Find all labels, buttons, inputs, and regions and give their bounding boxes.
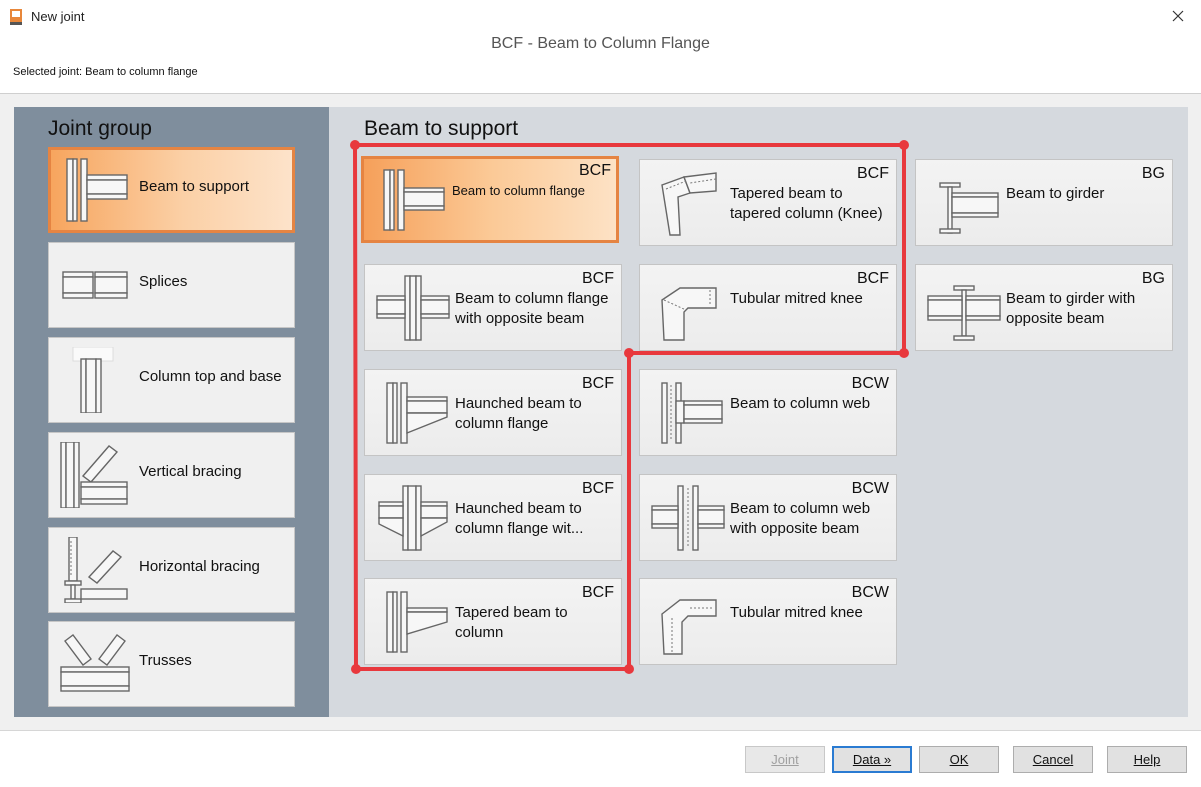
joint-code: BCW — [851, 375, 889, 392]
beam-to-column-flange-icon — [383, 169, 445, 231]
joint-label: Beam to girder with opposite beam — [1006, 290, 1136, 327]
content-area: Joint group Beam to support Splices — [0, 94, 1201, 730]
joint-tile-haunched-beam[interactable]: BCF Haunched beam to column flange — [364, 369, 622, 456]
data-button[interactable]: Data » — [832, 746, 912, 773]
group-item-splices[interactable]: Splices — [48, 242, 295, 328]
joint-tile-tapered-beam-to-column[interactable]: BCF Tapered beam to column — [364, 578, 622, 665]
joint-tile-tapered-knee[interactable]: BCF Tapered beam to tapered column (Knee… — [639, 159, 897, 246]
joint-code: BCF — [582, 480, 614, 497]
joint-tile-tubular-mitred-knee-bcf[interactable]: BCF Tubular mitred knee — [639, 264, 897, 351]
joint-tile-beam-to-column-flange-opposite[interactable]: BCF Beam to column flange with opposite … — [364, 264, 622, 351]
app-icon — [10, 9, 22, 25]
close-button[interactable] — [1155, 0, 1201, 32]
joint-code: BCW — [851, 584, 889, 601]
joint-label: Beam to column flange — [452, 183, 585, 198]
joint-label: Beam to column web — [730, 395, 871, 412]
vertical-bracing-icon — [60, 442, 128, 508]
group-label: Beam to support — [139, 178, 250, 195]
joint-code: BCW — [851, 480, 889, 497]
joint-button[interactable]: Joint — [745, 746, 825, 773]
group-label: Horizontal bracing — [139, 558, 260, 575]
joint-label: Tubular mitred knee — [730, 604, 863, 621]
separator — [0, 730, 1201, 731]
beam-to-support-icon — [66, 158, 128, 222]
beam-to-column-web-opposite-icon — [651, 485, 725, 551]
joint-label: Beam to girder — [1006, 185, 1105, 202]
joint-code: BCF — [582, 270, 614, 287]
tapered-beam-to-column-icon — [386, 591, 448, 653]
ok-button[interactable]: OK — [919, 746, 999, 773]
joint-tile-beam-to-girder-opposite[interactable]: BG Beam to girder with opposite beam — [915, 264, 1173, 351]
splice-icon — [62, 271, 128, 299]
dialog-title: BCF - Beam to Column Flange — [491, 35, 710, 52]
beam-to-girder-icon — [939, 182, 999, 234]
selected-joint-info: Selected joint: Beam to column flange — [13, 66, 198, 78]
joint-code: BCF — [857, 165, 889, 182]
joint-tile-beam-to-column-web-opposite[interactable]: BCW Beam to column web with opposite bea… — [639, 474, 897, 561]
column-top-base-icon — [72, 347, 114, 413]
beam-to-support-heading: Beam to support — [364, 117, 519, 140]
haunched-beam-opposite-icon — [378, 485, 448, 551]
group-label: Column top and base — [139, 368, 282, 385]
group-label: Vertical bracing — [139, 463, 242, 480]
beam-to-column-web-icon — [661, 382, 723, 444]
close-icon — [1172, 10, 1184, 22]
beam-to-column-flange-opposite-icon — [376, 275, 450, 341]
beam-to-girder-opposite-icon — [927, 285, 1001, 341]
window-title: New joint — [31, 9, 85, 24]
truss-icon — [60, 634, 130, 692]
joint-label: Beam to column web with opposite beam — [730, 500, 871, 537]
joint-tile-tubular-mitred-knee-bcw[interactable]: BCW Tubular mitred knee — [639, 578, 897, 665]
tubular-mitred-knee-web-icon — [661, 599, 717, 655]
joint-label: Tubular mitred knee — [730, 290, 863, 307]
joint-tile-haunched-beam-opposite[interactable]: BCF Haunched beam to column flange wit..… — [364, 474, 622, 561]
tubular-mitred-knee-icon — [661, 287, 717, 341]
joint-code: BCF — [582, 584, 614, 601]
haunched-beam-icon — [386, 382, 448, 444]
joint-code: BCF — [857, 270, 889, 287]
joint-code: BCF — [582, 375, 614, 392]
joint-label: Haunched beam to column flange — [455, 395, 582, 432]
group-label: Splices — [139, 273, 188, 290]
separator — [0, 93, 1201, 94]
group-label: Trusses — [139, 652, 192, 669]
joint-label: Haunched beam to column flange wit... — [455, 500, 584, 537]
joint-code: BG — [1141, 165, 1165, 182]
group-item-beam-to-support[interactable]: Beam to support — [48, 147, 295, 233]
joint-group-panel: Joint group Beam to support Splices — [14, 107, 329, 717]
group-item-trusses[interactable]: Trusses — [48, 621, 295, 707]
group-item-horizontal-bracing[interactable]: Horizontal bracing — [48, 527, 295, 613]
group-item-vertical-bracing[interactable]: Vertical bracing — [48, 432, 295, 518]
joint-code: BCF — [579, 162, 611, 179]
horizontal-bracing-icon — [64, 537, 128, 603]
help-button[interactable]: Help — [1107, 746, 1187, 773]
joint-code: BG — [1141, 270, 1165, 287]
joint-type-panel: Beam to support BCF Beam to column flang… — [329, 107, 1188, 717]
joint-label: Tapered beam to column — [455, 604, 568, 641]
joint-tile-beam-to-column-flange[interactable]: BCF Beam to column flange — [361, 156, 619, 243]
joint-tile-beam-to-column-web[interactable]: BCW Beam to column web — [639, 369, 897, 456]
group-item-column-top-base[interactable]: Column top and base — [48, 337, 295, 423]
joint-tile-beam-to-girder[interactable]: BG Beam to girder — [915, 159, 1173, 246]
cancel-button[interactable]: Cancel — [1013, 746, 1093, 773]
title-bar: New joint — [0, 0, 1201, 34]
tapered-knee-icon — [661, 172, 717, 236]
joint-label: Beam to column flange with opposite beam — [455, 290, 609, 327]
joint-label: Tapered beam to tapered column (Knee) — [730, 185, 883, 222]
joint-group-heading: Joint group — [48, 117, 152, 140]
